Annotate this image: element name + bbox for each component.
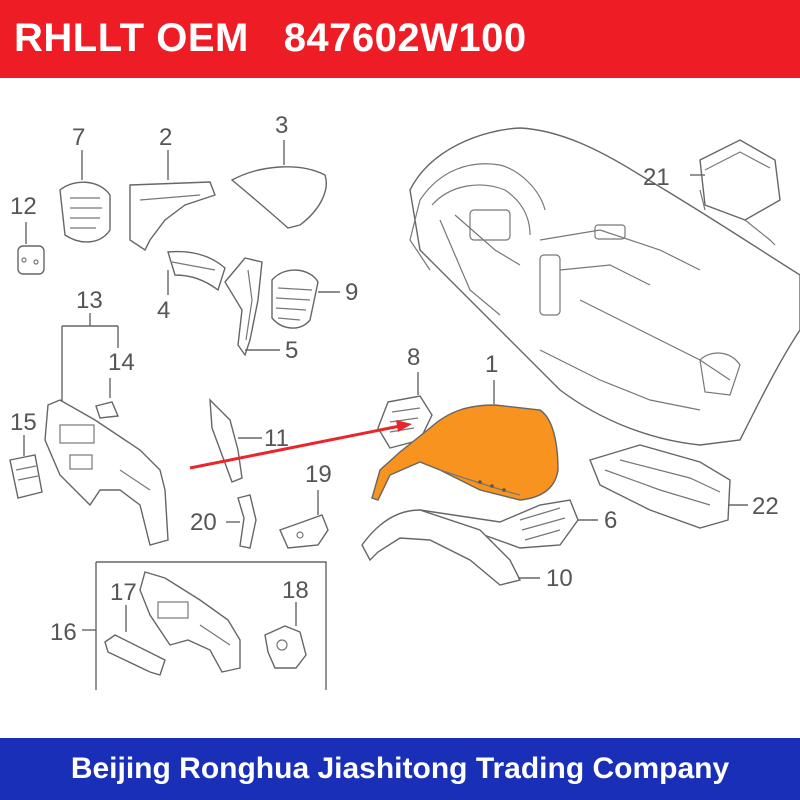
red-pointer-arrow xyxy=(189,420,412,470)
part-14-clip xyxy=(95,378,120,419)
callout-20: 20 xyxy=(190,509,217,536)
part-11-bracket xyxy=(209,398,262,483)
part-5-pillar-trim xyxy=(224,257,280,357)
callout-7: 7 xyxy=(72,124,85,151)
part-8-center-vent xyxy=(377,372,433,449)
callout-8: 8 xyxy=(407,344,420,371)
part-20-bracket xyxy=(226,494,257,549)
part-16-group-box xyxy=(82,561,327,690)
callout-4: 4 xyxy=(157,297,170,324)
callout-14: 14 xyxy=(108,349,135,376)
callout-12: 12 xyxy=(10,193,37,220)
callout-21: 21 xyxy=(643,164,670,191)
part-9-vent xyxy=(271,269,340,329)
company-name: Beijing Ronghua Jiashitong Trading Compa… xyxy=(70,752,730,785)
part-22-lower-tray xyxy=(589,444,748,529)
part-18-bracket xyxy=(264,602,307,669)
callout-3: 3 xyxy=(275,112,288,139)
callout-1: 1 xyxy=(485,351,498,378)
callout-18: 18 xyxy=(282,577,309,604)
part-3-panel xyxy=(230,140,327,229)
callout-6: 6 xyxy=(604,507,617,534)
header-bar: RHLLT OEM 847602W100 xyxy=(0,0,800,78)
part-number: 847602W100 xyxy=(283,16,527,60)
callout-5: 5 xyxy=(285,337,298,364)
callout-2: 2 xyxy=(159,124,172,151)
part-4-garnish xyxy=(167,250,226,295)
part-12-clip xyxy=(17,222,45,275)
dashboard-assembly xyxy=(409,127,800,446)
part-19-bracket xyxy=(279,490,329,549)
brand-label: RHLLT OEM xyxy=(14,16,249,60)
part-1-crash-pad-cover xyxy=(371,380,559,501)
part-16-lower-panel xyxy=(139,571,241,673)
part-21-airbag xyxy=(690,139,781,246)
callout-11: 11 xyxy=(264,425,289,452)
part-15-cover xyxy=(9,435,43,499)
callout-13: 13 xyxy=(76,287,103,314)
callout-17: 17 xyxy=(110,579,137,606)
parts-diagram: 21 7 2 3 12 4 5 xyxy=(9,112,800,690)
part-17-cover xyxy=(104,605,166,676)
header-title: RHLLT OEM 847602W100 xyxy=(14,8,527,68)
callout-9: 9 xyxy=(345,279,358,306)
part-7-vent xyxy=(59,150,111,243)
callout-19: 19 xyxy=(305,461,332,488)
callout-10: 10 xyxy=(546,565,573,592)
part-13-lower-panel xyxy=(44,313,169,546)
callout-22: 22 xyxy=(752,493,779,520)
callout-15: 15 xyxy=(10,409,37,436)
callout-16: 16 xyxy=(50,619,77,646)
part-2-upper-cover xyxy=(129,150,216,252)
part-10-trim-strip xyxy=(361,509,540,586)
footer-bar: Beijing Ronghua Jiashitong Trading Compa… xyxy=(0,738,800,800)
